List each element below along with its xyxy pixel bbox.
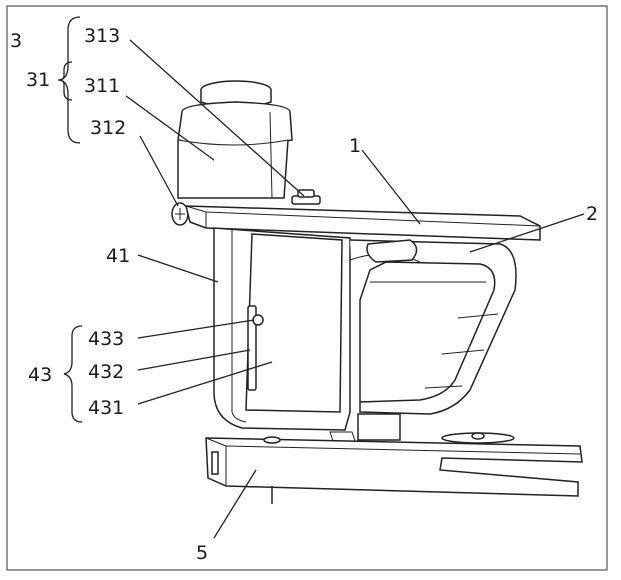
leader-311 (125, 95, 215, 161)
label-3: 3 (10, 30, 22, 52)
label-43: 43 (28, 364, 52, 386)
leader-312 (139, 135, 179, 207)
label-5: 5 (196, 542, 208, 564)
label-431: 431 (88, 397, 124, 419)
cup-assembly (171, 80, 321, 226)
brace-3 (59, 16, 81, 144)
label-1: 1 (349, 135, 361, 157)
top-rail (185, 205, 541, 241)
leader-313 (129, 39, 305, 197)
frame-border (6, 5, 608, 571)
leader-1 (361, 149, 421, 225)
leader-2 (469, 213, 585, 253)
leader-41 (137, 254, 219, 283)
main-body (213, 227, 517, 445)
label-41: 41 (106, 245, 130, 267)
label-311: 311 (84, 75, 120, 97)
brace-43 (63, 325, 83, 423)
leader-431 (137, 361, 273, 405)
label-433: 433 (88, 328, 124, 350)
label-31: 31 (26, 69, 50, 91)
leader-5 (213, 469, 257, 539)
leader-433 (137, 319, 255, 339)
label-432: 432 (88, 361, 124, 383)
base-plate (205, 432, 583, 504)
brace-31 (57, 61, 73, 101)
label-312: 312 (90, 117, 126, 139)
label-313: 313 (84, 25, 120, 47)
leader-432 (137, 349, 251, 371)
label-2: 2 (586, 203, 598, 225)
